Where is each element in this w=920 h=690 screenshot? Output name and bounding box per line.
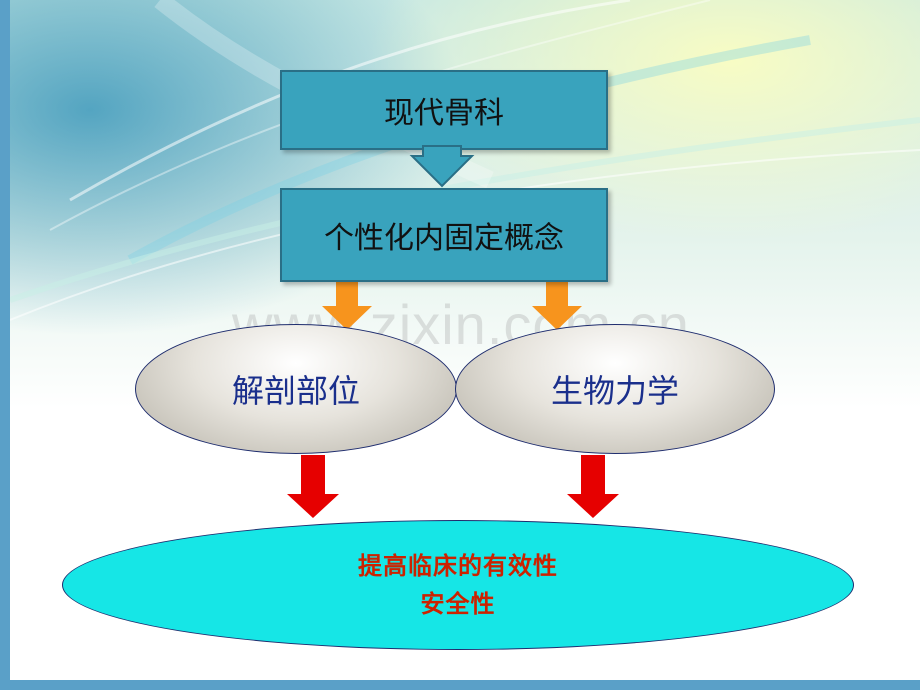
down-arrow-box (409, 145, 475, 188)
bottom-ellipse: 提高临床的有效性 安全性 (62, 520, 854, 650)
bottom-line-1: 提高临床的有效性 (358, 552, 558, 580)
top-box: 现代骨科 (280, 70, 608, 150)
right-ellipse-label: 生物力学 (550, 372, 679, 410)
top-box-label: 现代骨科 (384, 96, 504, 131)
right-ellipse: 生物力学 (455, 324, 775, 454)
red-arrow-right (567, 455, 619, 518)
left-ellipse: 解剖部位 (135, 324, 457, 454)
concept-box-label: 个性化内固定概念 (324, 221, 564, 256)
orange-arrow-left (322, 280, 372, 330)
red-arrow-left (287, 455, 339, 518)
bottom-line-2: 安全性 (420, 590, 496, 618)
concept-box: 个性化内固定概念 (280, 188, 608, 282)
orange-arrow-right (532, 280, 582, 330)
left-ellipse-label: 解剖部位 (231, 372, 360, 410)
